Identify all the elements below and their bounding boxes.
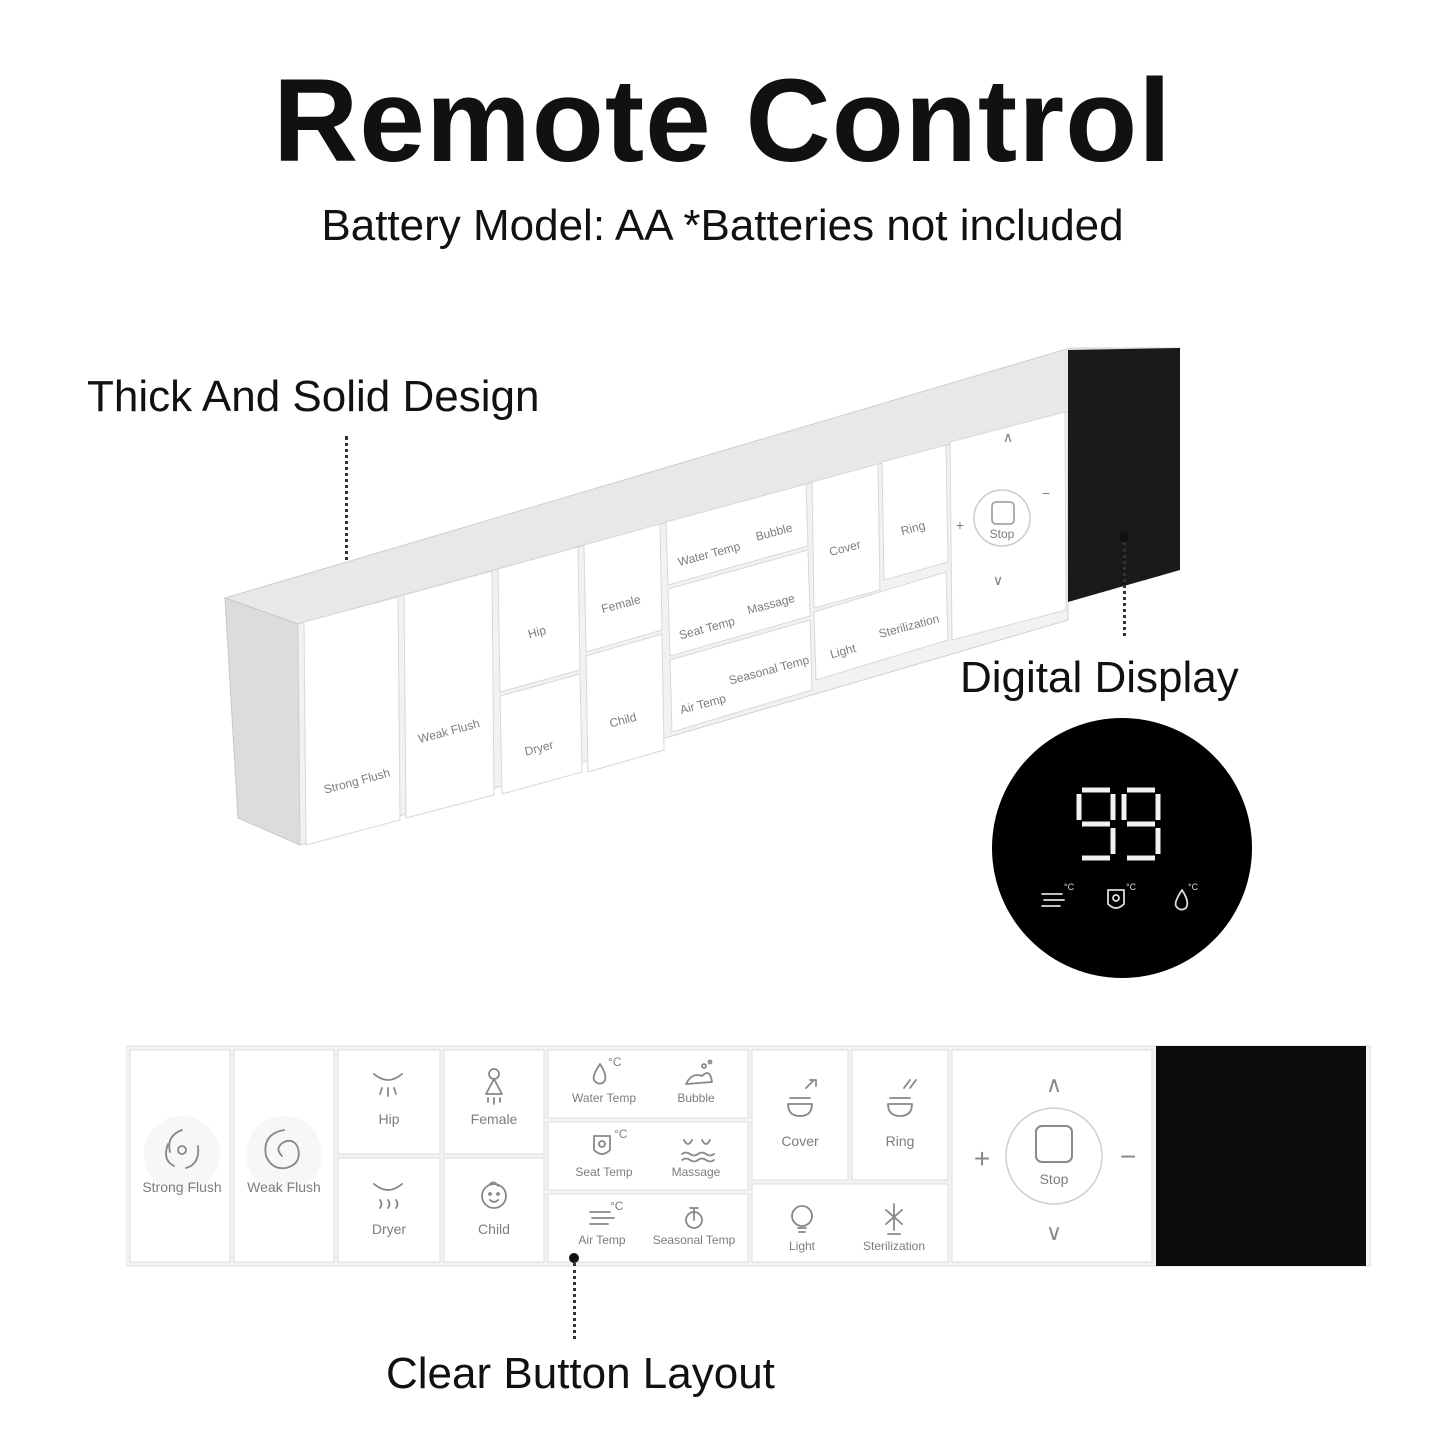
stop-label: Stop bbox=[1040, 1171, 1069, 1187]
water-temp-label: Water Temp bbox=[572, 1091, 636, 1105]
seat-temp-label: Seat Temp bbox=[575, 1165, 632, 1179]
child-label: Child bbox=[478, 1221, 510, 1237]
hip-button[interactable]: Hip bbox=[337, 1049, 441, 1155]
seasonal-temp-icon bbox=[685, 1207, 703, 1229]
dryer-icon bbox=[373, 1183, 403, 1209]
callout-thick-design: Thick And Solid Design bbox=[87, 372, 540, 421]
cover-button[interactable]: Cover bbox=[751, 1049, 849, 1181]
persp-label-hip: Hip bbox=[526, 623, 547, 641]
child-button[interactable]: Child bbox=[443, 1157, 545, 1263]
stop-button[interactable]: Stop bbox=[1035, 1125, 1073, 1187]
massage-icon bbox=[681, 1139, 715, 1163]
strong-flush-button[interactable]: Strong Flush bbox=[129, 1049, 231, 1263]
water-temp-deg: °C bbox=[608, 1055, 622, 1069]
remote-perspective-view: Strong Flush Weak Flush Hip Dryer Female… bbox=[223, 347, 1181, 846]
air-temp-label: Air Temp bbox=[578, 1233, 625, 1247]
air-temp-seasonal-button[interactable]: °C Air Temp Seasonal Temp bbox=[547, 1193, 749, 1263]
persp-label-stop: Stop bbox=[990, 527, 1015, 541]
persp-label-ring: Ring bbox=[899, 518, 926, 538]
display-readout-digits bbox=[1076, 787, 1161, 861]
weak-flush-button[interactable]: Weak Flush bbox=[233, 1049, 335, 1263]
female-button[interactable]: Female bbox=[443, 1049, 545, 1155]
hip-icon bbox=[373, 1073, 403, 1097]
light-sterilization-button[interactable]: Light Sterilization bbox=[751, 1183, 949, 1263]
callout-digital-display: Digital Display bbox=[960, 653, 1239, 702]
persp-label-light: Light bbox=[829, 641, 858, 661]
water-temp-bubble-button[interactable]: °C Water Temp Bubble bbox=[547, 1049, 749, 1119]
weak-flush-label: Weak Flush bbox=[247, 1179, 321, 1195]
ring-label: Ring bbox=[886, 1133, 915, 1149]
remote-flat-view: Strong Flush Weak Flush Hip Dryer Female bbox=[126, 1045, 1371, 1267]
callout-thick-leader bbox=[345, 436, 348, 568]
massage-label: Massage bbox=[672, 1165, 721, 1179]
strong-flush-icon bbox=[165, 1129, 200, 1169]
child-icon bbox=[481, 1181, 507, 1209]
ring-button[interactable]: Ring bbox=[851, 1049, 949, 1181]
weak-flush-icon bbox=[264, 1129, 300, 1170]
down-button[interactable]: ∨ bbox=[1046, 1220, 1062, 1245]
bubble-icon bbox=[685, 1059, 713, 1085]
plus-button[interactable]: + bbox=[974, 1143, 990, 1174]
seat-temp-unit: °C bbox=[1126, 882, 1137, 892]
persp-label-down: ∨ bbox=[993, 572, 1003, 588]
seat-temp-deg: °C bbox=[614, 1127, 628, 1141]
persp-label-plus: + bbox=[956, 517, 964, 533]
air-temp-unit: °C bbox=[1064, 882, 1075, 892]
light-icon bbox=[791, 1205, 813, 1233]
strong-flush-label: Strong Flush bbox=[142, 1179, 221, 1195]
water-temp-icon bbox=[1174, 889, 1189, 911]
hip-label: Hip bbox=[378, 1111, 399, 1127]
callout-display-leader bbox=[1123, 542, 1126, 636]
seat-temp-massage-button[interactable]: °C Seat Temp Massage bbox=[547, 1121, 749, 1191]
up-button[interactable]: ∧ bbox=[1046, 1072, 1062, 1097]
sterilization-label: Sterilization bbox=[863, 1239, 925, 1253]
light-label: Light bbox=[789, 1239, 816, 1253]
perspective-display-block bbox=[1068, 348, 1180, 602]
persp-label-up: ∧ bbox=[1003, 429, 1013, 445]
air-temp-icon bbox=[1041, 893, 1065, 907]
ring-icon bbox=[887, 1079, 917, 1117]
dryer-button[interactable]: Dryer bbox=[337, 1157, 441, 1263]
seat-temp-btn-icon bbox=[593, 1135, 611, 1155]
cover-label: Cover bbox=[781, 1133, 819, 1149]
sterilization-icon bbox=[885, 1203, 903, 1235]
callout-display-dot bbox=[1119, 532, 1129, 542]
seat-temp-icon bbox=[1107, 889, 1125, 909]
water-temp-unit: °C bbox=[1188, 882, 1199, 892]
water-temp-btn-icon bbox=[592, 1063, 607, 1085]
page-title: Remote Control bbox=[273, 55, 1172, 187]
cover-icon bbox=[787, 1079, 817, 1117]
persp-label-child: Child bbox=[608, 710, 638, 731]
callout-layout-leader bbox=[573, 1263, 576, 1339]
minus-button[interactable]: − bbox=[1120, 1141, 1136, 1172]
page-subtitle: Battery Model: AA *Batteries not include… bbox=[321, 201, 1124, 250]
display-closeup: 99 °C °C °C bbox=[992, 718, 1252, 978]
air-temp-btn-icon bbox=[589, 1211, 615, 1225]
callout-clear-layout: Clear Button Layout bbox=[386, 1349, 775, 1398]
air-temp-deg: °C bbox=[610, 1199, 624, 1213]
flat-display-screen bbox=[1156, 1046, 1366, 1266]
callout-layout-dot bbox=[569, 1253, 579, 1263]
female-icon bbox=[485, 1068, 503, 1105]
female-label: Female bbox=[471, 1111, 518, 1127]
seasonal-temp-label: Seasonal Temp bbox=[653, 1233, 736, 1247]
persp-label-minus: − bbox=[1042, 485, 1050, 501]
dryer-label: Dryer bbox=[372, 1221, 407, 1237]
bubble-label: Bubble bbox=[677, 1091, 715, 1105]
